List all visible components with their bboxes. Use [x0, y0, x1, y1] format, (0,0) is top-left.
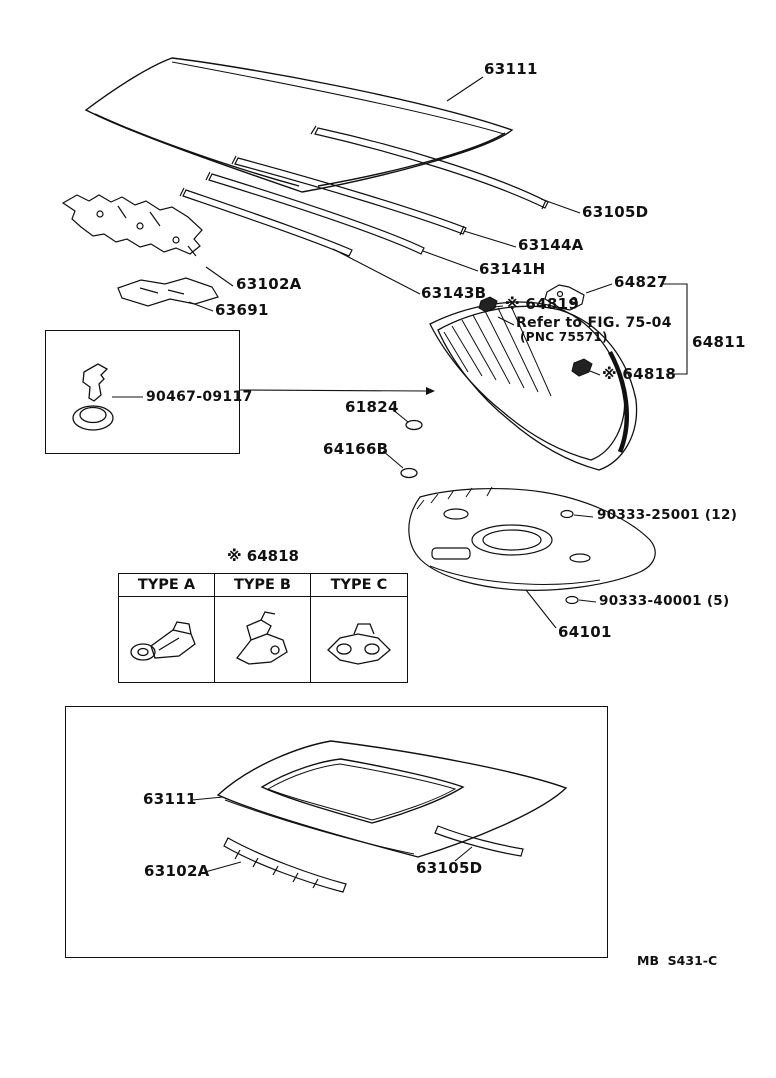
label-pnc-note: (PNC 75571)	[520, 330, 608, 344]
type-table-caption: ※ 64818	[227, 547, 299, 565]
type-a-header: TYPE A	[119, 574, 215, 597]
label-refer-note: Refer to FIG. 75-04	[516, 315, 672, 331]
clip-type-a-cell	[119, 597, 215, 682]
inset-label-header: 63102A	[144, 862, 210, 880]
inset-label-roof-rail: 63105D	[416, 859, 483, 877]
type-c-header: TYPE C	[310, 574, 407, 597]
inset-front-rail-drawing	[223, 837, 347, 893]
label-seal-64166b: 64166B	[323, 440, 389, 458]
inset-label-roof-panel: 63111	[143, 790, 197, 808]
clip-64818-icon	[571, 358, 593, 377]
dam-61824-icon	[405, 419, 423, 431]
clip-type-a-icon	[130, 620, 197, 661]
inset-rear-rail-drawing	[434, 825, 524, 857]
label-roof-rail: 63105D	[582, 203, 649, 221]
clip-64819-icon	[478, 296, 498, 313]
clip-type-b-cell	[215, 597, 311, 682]
roof-panel-drawing	[84, 57, 514, 193]
label-header-63102a: 63102A	[236, 275, 302, 293]
seal-64166b-icon	[400, 467, 418, 479]
silencer-drawing	[117, 277, 219, 307]
label-bow-63143b: 63143B	[421, 284, 487, 302]
type-b-header: TYPE B	[214, 574, 311, 597]
label-clip-64819: ※ 64819	[505, 295, 580, 313]
figure-code: MB S431-C	[637, 953, 718, 968]
leader-lines	[112, 76, 688, 873]
label-roof-panel: 63111	[484, 60, 538, 78]
leader-arrowhead	[426, 387, 435, 395]
label-dam-61824: 61824	[345, 398, 399, 416]
label-bow-63144a: 63144A	[518, 236, 584, 254]
clip-type-table: TYPE A TYPE B TYPE C	[118, 573, 408, 683]
package-tray-drawing	[408, 486, 656, 591]
roof-inset-box	[65, 706, 608, 958]
roof-bows-drawing	[179, 125, 549, 257]
type-table-header-row: TYPE A TYPE B TYPE C	[119, 574, 407, 597]
label-bow-63141h: 63141H	[479, 260, 546, 278]
label-clip-90333-25001: 90333-25001 (12)	[597, 507, 738, 523]
inset-roof-drawing	[216, 740, 568, 858]
clip-type-b-icon	[236, 610, 289, 665]
label-glass-64811: 64811	[692, 333, 746, 351]
grommet-pad-drawing	[72, 405, 114, 431]
clip-type-c-cell	[311, 597, 407, 682]
type-table-body-row	[119, 597, 407, 682]
label-silencer-63691: 63691	[215, 301, 269, 319]
clip-type-c-icon	[326, 622, 391, 665]
grommet-pin-drawing	[82, 363, 109, 402]
label-stop-64827: 64827	[614, 273, 668, 291]
clip-90333-40001-icon	[565, 595, 579, 605]
clip-90333-25001-icon	[560, 509, 574, 519]
label-clip-90333-40001: 90333-40001 (5)	[599, 593, 730, 609]
header-panel-drawing	[61, 194, 203, 257]
stop-64827-drawing	[544, 284, 585, 311]
label-tray-64101: 64101	[558, 623, 612, 641]
label-grommet-90467: 90467-09117	[146, 389, 253, 405]
grommet-detail-box	[45, 330, 240, 454]
back-window-glass-drawing	[429, 301, 638, 471]
label-clip-64818: ※ 64818	[602, 365, 677, 383]
